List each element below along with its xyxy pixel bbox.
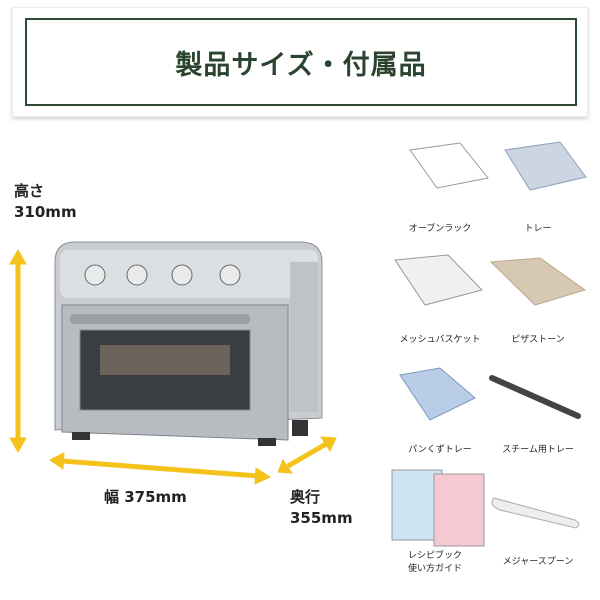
accessory-label: オーブンラック [408, 224, 472, 234]
accessory-label: パンくずトレー [408, 445, 472, 455]
accessory-label: ピザストーン [511, 335, 565, 345]
accessory-label: スチーム用トレー [502, 445, 574, 455]
recipe-book-icon [391, 469, 485, 547]
depth-value: 355mm [290, 509, 353, 527]
accessory-label: トレー [524, 224, 552, 234]
title-frame: 製品サイズ・付属品 [25, 18, 577, 106]
accessory-label: レシピブック [407, 551, 462, 561]
page-title: 製品サイズ・付属品 [175, 49, 427, 81]
width-arrow [49, 452, 272, 485]
height-arrow [9, 248, 27, 454]
steam-tray-icon [489, 375, 581, 419]
measuring-spoon-icon [491, 497, 580, 529]
accessory-label: メッシュバスケット [399, 335, 481, 345]
accessory-label: メジャースプーン [502, 557, 574, 567]
height-value: 310mm [14, 203, 77, 221]
pizza-stone-icon [489, 257, 587, 306]
width-label: 幅 375mm [104, 488, 187, 506]
depth-label: 奥行 [290, 488, 321, 506]
mesh-basket-icon [394, 254, 483, 306]
height-label: 高さ [14, 182, 45, 200]
crumb-tray-icon [399, 367, 476, 421]
title-card: 製品サイズ・付属品 [12, 7, 588, 117]
tray-icon [504, 141, 587, 191]
oven-icon [54, 241, 323, 446]
depth-arrow [277, 436, 337, 474]
accessory-label: 使い方ガイド [407, 564, 462, 574]
oven-rack-icon [409, 142, 489, 189]
